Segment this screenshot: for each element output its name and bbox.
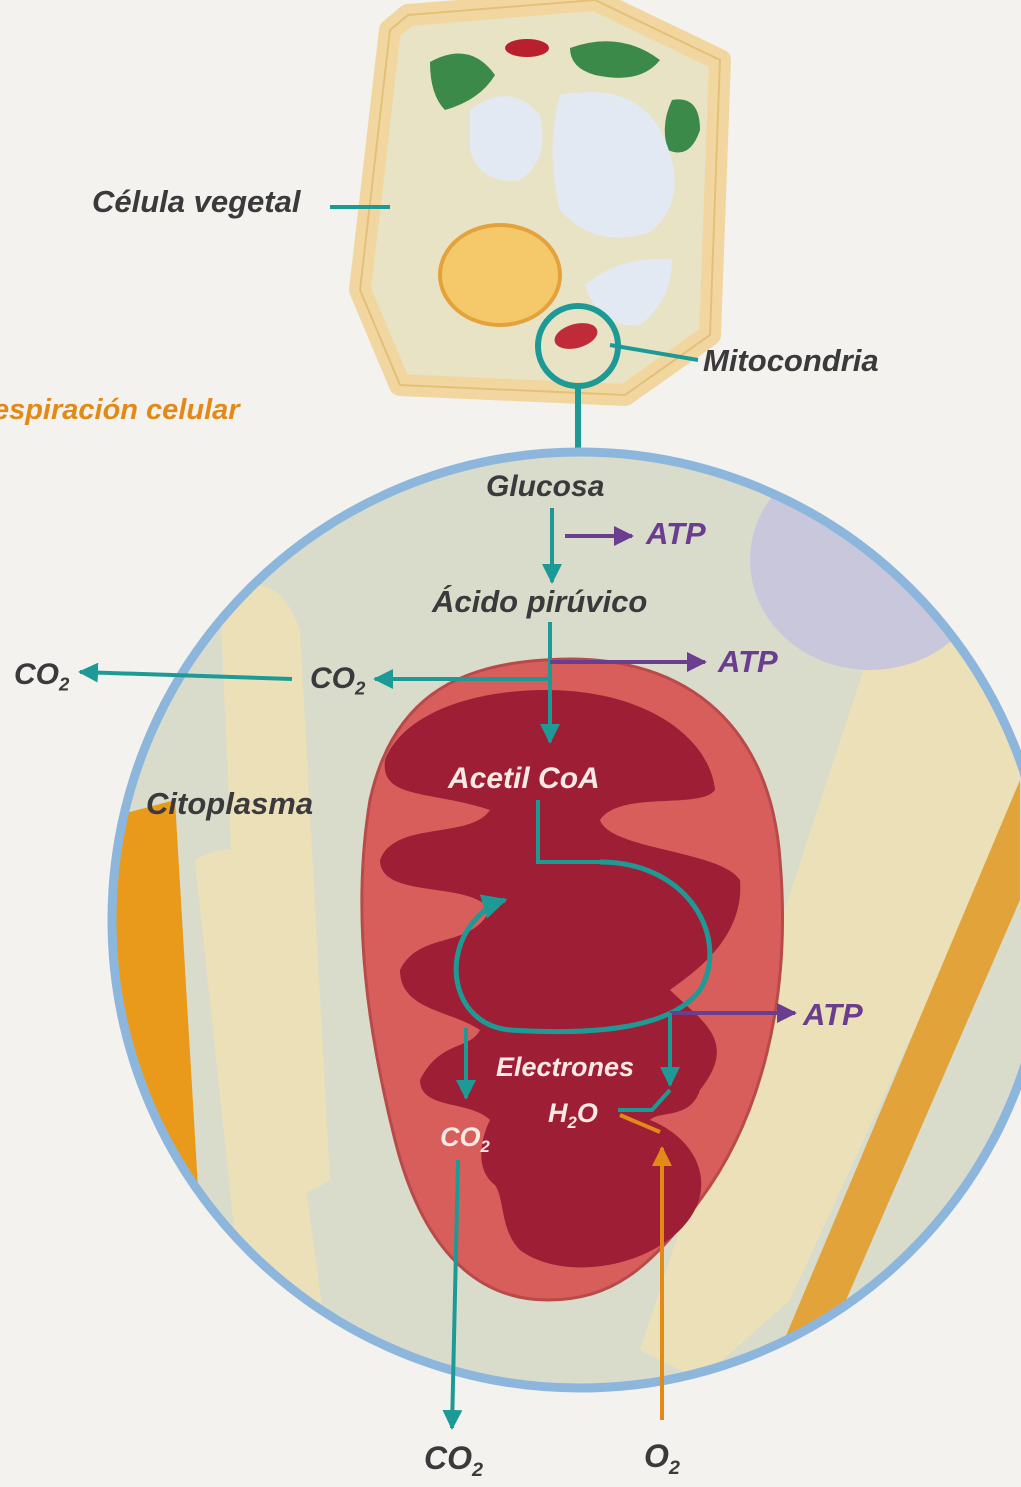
chloroplast <box>430 53 495 110</box>
mitochondria-label: Mitocondria <box>703 343 879 378</box>
co2-arrow-outer <box>78 662 293 683</box>
co2-text: CO <box>310 662 355 695</box>
co2-label-bottom: CO2 <box>424 1442 483 1481</box>
small-organelle <box>505 39 549 57</box>
electrons-label: Electrones <box>496 1052 635 1082</box>
section-title: Respiración celular <box>0 394 240 426</box>
o2-subscript: 2 <box>668 1456 680 1479</box>
co2-subscript: 2 <box>59 673 70 695</box>
acetyl-entry-path <box>536 800 600 864</box>
atp-label-3: ATP <box>803 997 863 1032</box>
co2-label-outer: CO2 <box>14 660 69 694</box>
co2-text: CO <box>14 658 59 691</box>
magnifier-ring <box>107 447 1021 1393</box>
mitochondria-leader <box>609 343 699 362</box>
plant-cell-label: Célula vegetal <box>92 184 301 219</box>
water-label: H2O <box>548 1100 598 1132</box>
co2-subscript: 2 <box>355 677 366 699</box>
co2-subscript: 2 <box>472 1458 484 1481</box>
o2-label-bottom: O2 <box>644 1440 680 1479</box>
mitochondrion <box>360 657 784 1302</box>
atp-label-1: ATP <box>646 516 706 551</box>
vacuole <box>585 259 672 326</box>
acetyl-coa-label: Acetil CoA <box>448 762 600 795</box>
pyruvic-acid-label: Ácido pirúvico <box>432 584 648 619</box>
o2-text: O <box>644 1438 669 1474</box>
mitochondrion-small <box>554 323 598 349</box>
vacuole <box>470 96 543 181</box>
plant-cell <box>349 0 731 406</box>
co2-label-inner: CO2 <box>310 664 365 698</box>
co2-label-matrix: CO2 <box>440 1124 490 1156</box>
glucose-label: Glucosa <box>486 470 605 503</box>
atp-label-2: ATP <box>718 644 778 679</box>
h2o-h: H <box>548 1098 568 1128</box>
mito-matrix <box>380 690 741 1268</box>
h2o-o: O <box>576 1098 598 1128</box>
vacuole <box>552 92 675 238</box>
co2-subscript: 2 <box>480 1136 490 1156</box>
chloroplast <box>664 99 700 153</box>
chloroplast <box>570 41 660 78</box>
co2-text: CO <box>424 1440 472 1476</box>
h2o-subscript: 2 <box>567 1112 577 1132</box>
oxygen-to-water <box>619 1113 661 1134</box>
electrons-to-water <box>618 1088 672 1112</box>
cytoplasm-label: Citoplasma <box>146 786 314 821</box>
nucleus <box>438 223 562 327</box>
co2-out-arrow <box>442 1159 463 1430</box>
krebs-cycle <box>453 859 713 1035</box>
co2-text: CO <box>440 1122 481 1152</box>
